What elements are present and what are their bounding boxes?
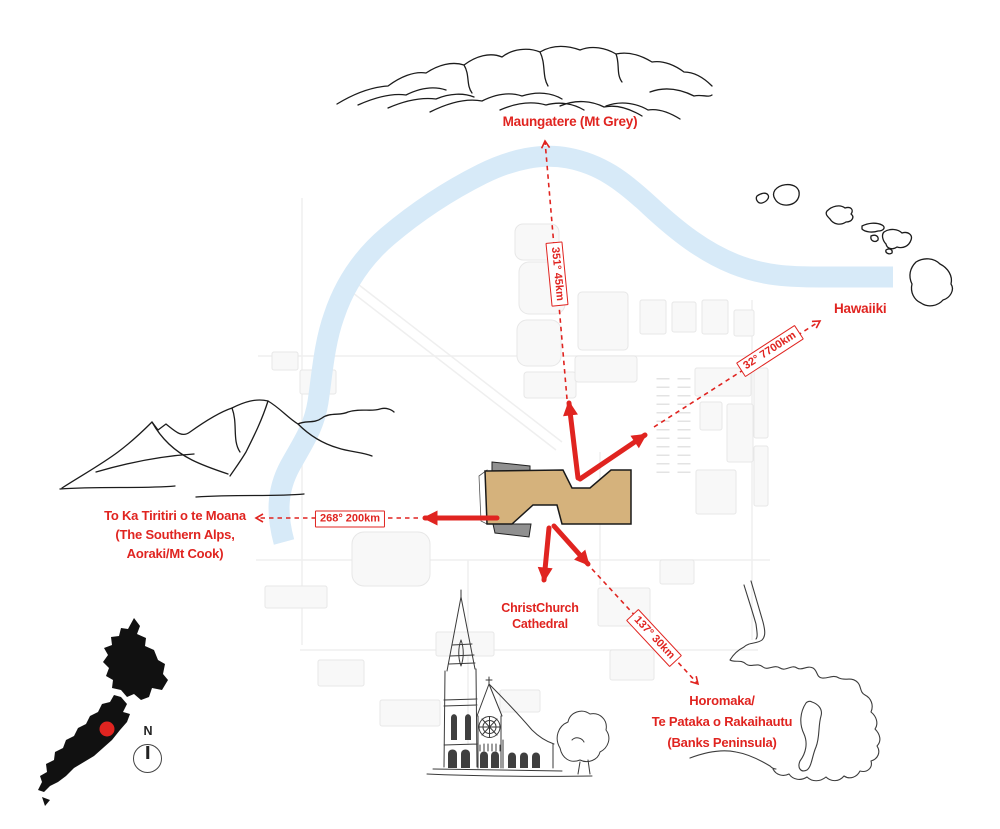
hawaiian-islands-sketch: [755, 183, 954, 307]
arrow-south: [537, 525, 553, 583]
north-island: [103, 618, 168, 700]
cathedral-sketch: [426, 589, 610, 777]
bearing-box-southern-alps: 268° 200km: [314, 510, 386, 528]
compass-north-label: N: [143, 724, 153, 738]
label-maungatere: Maungatere (Mt Grey): [502, 114, 638, 129]
label-banks-peninsula: Horomaka/ Te Pataka o Rakaihautu (Banks …: [651, 693, 793, 750]
stewart-island: [42, 797, 50, 806]
south-island: [38, 695, 130, 792]
southern-alps-sketch: [59, 399, 395, 498]
compass-icon: [133, 744, 162, 773]
label-hawaiiki: Hawaiiki: [834, 301, 887, 316]
building-flap-bottom: [492, 523, 532, 538]
arrow-southeast: [551, 523, 591, 567]
avon-river: [268, 145, 893, 545]
building-plan: [484, 469, 632, 525]
compass-needle: [145, 746, 150, 759]
label-southern-alps: To Ka Tiritiri o te Moana (The Southern …: [104, 508, 246, 561]
arrow-north: [563, 400, 581, 481]
mt-grey-sketch: [336, 45, 713, 120]
nz-map-silhouette: [38, 618, 168, 806]
label-christchurch-cathedral: ChristChurch Cathedral: [501, 601, 579, 631]
banks-peninsula-sketch: [689, 580, 881, 782]
site-location-dot: [99, 721, 115, 737]
arrow-northeast: [577, 432, 648, 482]
